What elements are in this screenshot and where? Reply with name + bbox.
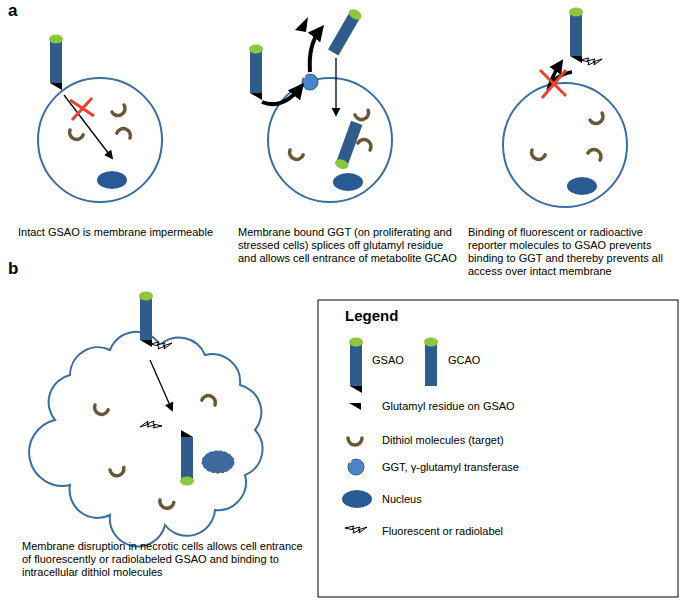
caption: Binding of fluorescent or radioactive re… xyxy=(468,226,678,278)
cell xyxy=(268,78,392,202)
caption: Membrane bound GGT (on proliferating and… xyxy=(238,226,460,265)
legend-title: Legend xyxy=(345,309,465,322)
legend-text: GSAO xyxy=(372,354,404,367)
caption: Membrane disruption in necrotic cells al… xyxy=(22,540,307,579)
legend-text: Dithiol molecules (target) xyxy=(382,434,504,447)
legend-box xyxy=(318,300,678,597)
necrotic-cell xyxy=(29,332,262,547)
cell xyxy=(503,83,627,207)
legend-text: Fluorescent or radiolabel xyxy=(382,525,503,538)
legend-text: GGT, γ-glutamyl transferase xyxy=(382,461,519,474)
panel-letter: b xyxy=(8,262,38,275)
caption: Intact GSAO is membrane impermeable xyxy=(18,226,218,239)
legend-text: Nucleus xyxy=(382,493,422,506)
cell xyxy=(38,78,162,202)
legend-text: Glutamyl residue on GSAO xyxy=(382,400,515,413)
legend-text: GCAO xyxy=(448,354,480,367)
panel-letter: a xyxy=(8,4,38,17)
